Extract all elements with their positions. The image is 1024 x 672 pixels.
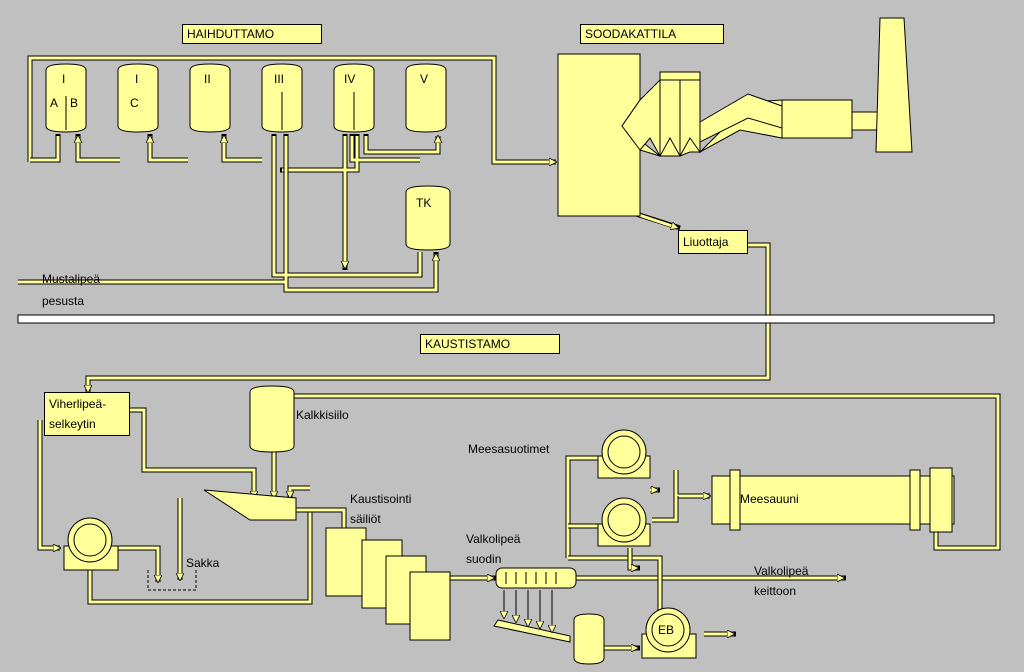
evap-label-c: C (130, 96, 139, 110)
evaporator-iv (333, 63, 375, 133)
viherlipea-line1: Viherlipeä- (49, 397, 107, 411)
meesauuni-label: Meesauuni (740, 492, 799, 506)
evap-label-iii: III (274, 72, 285, 86)
evap-label-i2: I (135, 72, 139, 86)
causticizing-tank-1 (325, 527, 367, 597)
evaporator-iii (261, 63, 303, 133)
liuottaja-label: Liuottaja (678, 230, 748, 254)
tank-tk-label: TK (416, 196, 432, 210)
sakka-label: Sakka (186, 556, 220, 570)
tank-tk (405, 185, 451, 251)
valkolipea-out-line2: keittoon (754, 584, 797, 598)
kalkkisiilo-label: Kalkkisiilo (296, 408, 349, 422)
section-kaustistamo: KAUSTISTAMO (420, 334, 560, 354)
evap-label-ii: II (204, 72, 211, 86)
green-liquor-clarifier: Viherlipeä- selkeytin (44, 392, 130, 436)
drum-filter-eb (641, 607, 697, 659)
drum-filter-lime-mud-2 (597, 497, 651, 547)
valkolipea-out-line1: Valkolipeä (754, 564, 809, 578)
evap-label-i: I (62, 72, 66, 86)
valkolipea-suodin-line1: Valkolipeä (466, 532, 521, 546)
evaporator-ia-ib (45, 63, 87, 133)
evaporator-v (405, 63, 447, 133)
meesasuotimet-label: Meesasuotimet (468, 442, 550, 456)
evap-label-v: V (420, 72, 429, 86)
evap-label-a: A (50, 96, 59, 110)
kaustisointi-line2: säiliöt (350, 512, 381, 526)
section-divider (17, 314, 995, 324)
mustalipea-line2: pesusta (42, 294, 85, 308)
evap-label-iv: IV (344, 72, 356, 86)
section-soodakattila: SOODAKATTILA (580, 24, 724, 44)
evaporator-ic (117, 63, 159, 133)
valkolipea-suodin-line2: suodin (466, 552, 502, 566)
evap-label-b: B (70, 96, 79, 110)
kaustisointi-line1: Kaustisointi (350, 492, 412, 506)
drum-filter-green-liquor (63, 517, 119, 571)
drum-filter-lime-mud-1 (597, 429, 651, 479)
slaker (203, 489, 297, 521)
mustalipea-line1: Mustalipeä (42, 272, 101, 286)
evaporator-ii (189, 63, 231, 133)
eb-tank (573, 613, 605, 665)
flue-unit (781, 99, 853, 139)
lime-silo (249, 385, 295, 453)
causticizing-tank-4 (409, 571, 451, 641)
chimney (875, 17, 913, 153)
viherlipea-line2: selkeytin (49, 417, 96, 431)
eb-label: EB (658, 623, 675, 637)
section-haihduttamo: HAIHDUTTAMO (182, 24, 322, 44)
